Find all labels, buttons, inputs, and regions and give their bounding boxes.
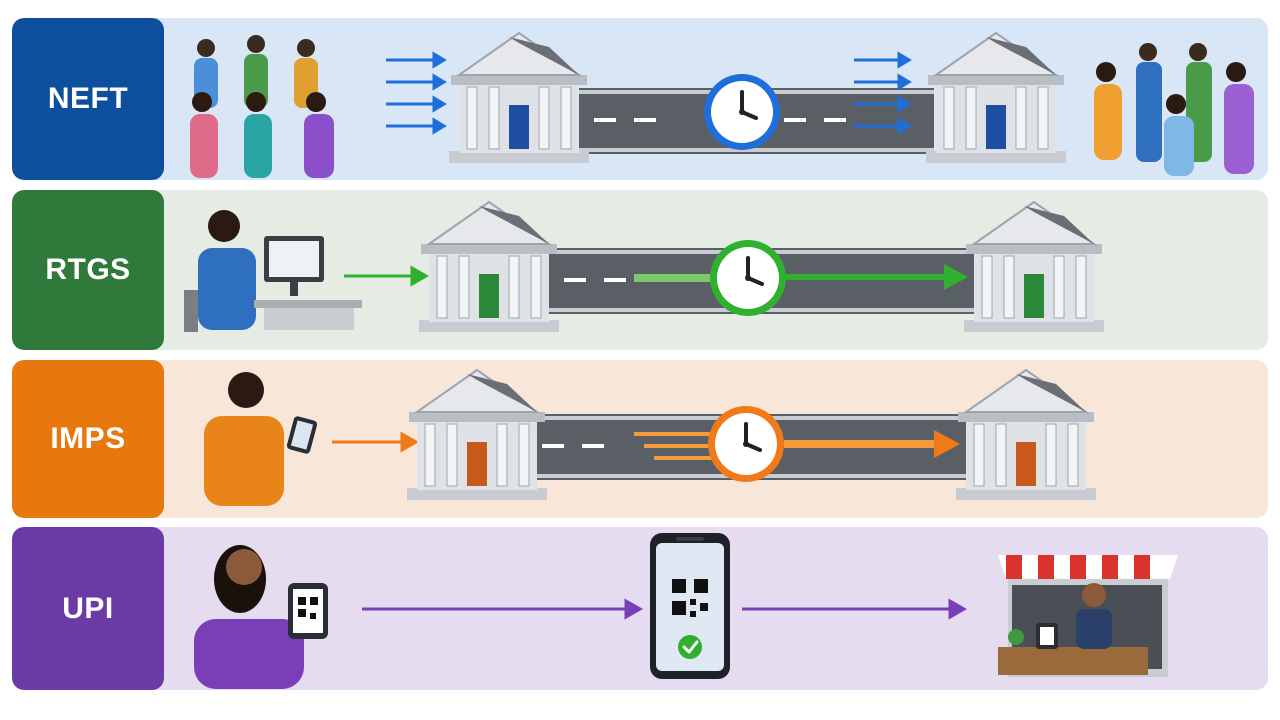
label-imps-text: IMPS (50, 422, 126, 455)
label-upi: UPI (12, 527, 164, 690)
rtgs-diagram (184, 200, 1104, 332)
scene-rtgs (164, 190, 1268, 350)
label-rtgs: RTGS (12, 190, 164, 350)
bank-sender-icon (407, 368, 547, 500)
upi-diagram (194, 533, 1178, 689)
qr-phone-icon (650, 533, 730, 679)
bank-receiver-icon (964, 200, 1104, 332)
crowd-receivers-icon (1094, 43, 1254, 176)
clock-icon (704, 74, 780, 150)
person-with-phone-icon (204, 372, 318, 506)
person-at-computer-icon (184, 210, 362, 332)
arrow-to-phone-icon (362, 598, 644, 620)
bank-receiver-icon (926, 31, 1066, 163)
label-imps: IMPS (12, 360, 164, 518)
person-with-phone-icon (194, 545, 328, 689)
bank-sender-icon (449, 31, 589, 163)
arrow-out-icon (332, 431, 420, 453)
arrow-to-shop-icon (742, 598, 968, 620)
shop-merchant-icon (998, 555, 1178, 677)
neft-diagram (190, 31, 1254, 178)
scene-imps (164, 360, 1268, 518)
row-imps: IMPS (12, 360, 1268, 518)
bank-receiver-icon (956, 368, 1096, 500)
clock-icon (710, 240, 786, 316)
clock-icon (708, 406, 784, 482)
row-rtgs: RTGS (12, 190, 1268, 350)
scene-neft (164, 18, 1268, 180)
label-neft: NEFT (12, 18, 164, 180)
row-neft: NEFT (12, 18, 1268, 180)
label-neft-text: NEFT (47, 82, 129, 115)
crowd-senders-icon (190, 35, 334, 178)
scene-upi (164, 527, 1268, 690)
arrows-out-icon (386, 51, 447, 135)
arrows-in-icon (854, 51, 912, 135)
imps-diagram (204, 368, 1096, 506)
label-rtgs-text: RTGS (45, 253, 131, 286)
label-upi-text: UPI (62, 591, 114, 625)
bank-sender-icon (419, 200, 559, 332)
arrow-out-icon (344, 265, 430, 287)
row-upi: UPI (12, 527, 1268, 690)
